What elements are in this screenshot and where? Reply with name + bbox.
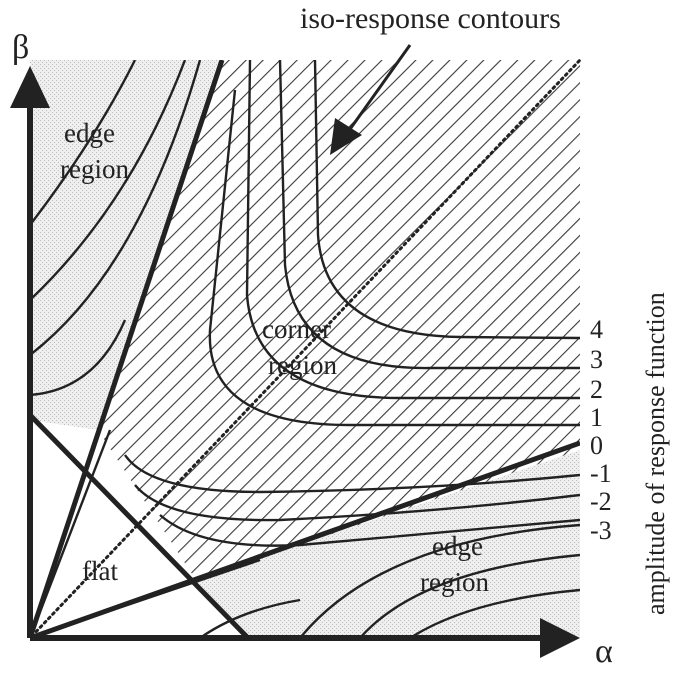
- corner-region-label-line1: corner: [262, 314, 331, 344]
- boundary-edge-corner-bottom: [30, 440, 580, 638]
- corner-region-fill: [98, 60, 580, 580]
- annotation-pointer: [330, 44, 412, 155]
- region-fills: [30, 60, 580, 638]
- edge-region-bottom-fill: [196, 450, 580, 638]
- contour-lines: [30, 60, 580, 638]
- x-axis-arrowhead: [540, 618, 580, 658]
- edge-region-bottom-label-line2: region: [420, 567, 489, 597]
- edge-bottom-contour-a: [299, 523, 580, 638]
- amplitude-axis-label: amplitude of response function: [641, 292, 670, 615]
- contour-level-label: 2: [590, 375, 603, 404]
- edge-bottom-contour-b: [359, 553, 580, 638]
- boundary-edge-corner-top: [30, 60, 225, 638]
- diagonal-dotted-line: [30, 58, 582, 638]
- contour-level-label: 4: [590, 315, 603, 344]
- edge-bottom-contour-d: [199, 598, 301, 638]
- contour-minus1: [124, 454, 580, 494]
- region-boundaries: [30, 60, 580, 638]
- contour-3: [278, 60, 580, 370]
- edge-top-contour-d: [30, 319, 127, 397]
- edge-bottom-contour-c: [409, 588, 580, 638]
- edge-top-contour-b: [30, 60, 187, 301]
- contour-minus2: [134, 484, 580, 522]
- contour-2: [245, 60, 580, 400]
- contour-1: [208, 89, 580, 427]
- edge-top-contour-a: [30, 60, 137, 226]
- contour-level-labels: 4 3 2 1 0 -1 -2 -3: [590, 315, 612, 545]
- y-axis-label: β: [12, 29, 29, 66]
- contour-level-label: -3: [590, 516, 612, 545]
- contour-level-label: -2: [590, 487, 612, 516]
- annotation-arrow-shaft: [346, 44, 412, 133]
- axes: [10, 66, 580, 658]
- edge-region-top-label-line2: region: [60, 154, 129, 184]
- contour-minus3: [159, 514, 580, 547]
- contour-level-label: 0: [590, 431, 603, 460]
- x-axis-label: α: [595, 633, 613, 670]
- iso-response-label: iso-response contours: [300, 2, 561, 35]
- edge-top-contour-c: [30, 60, 202, 356]
- flat-region-label: flat: [82, 556, 118, 586]
- annotation-arrowhead: [330, 118, 362, 155]
- contour-level-label: 3: [590, 345, 603, 374]
- corner-region-label-line2: region: [268, 350, 337, 380]
- edge-region-bottom-label-line1: edge: [432, 531, 483, 561]
- contour-level-label: 1: [590, 403, 603, 432]
- contour-level-label: -1: [590, 459, 612, 488]
- contour-4: [313, 60, 580, 340]
- boundary-flat: [30, 413, 250, 638]
- y-axis-arrowhead: [10, 66, 50, 108]
- edge-region-top-label-line1: edge: [64, 118, 115, 148]
